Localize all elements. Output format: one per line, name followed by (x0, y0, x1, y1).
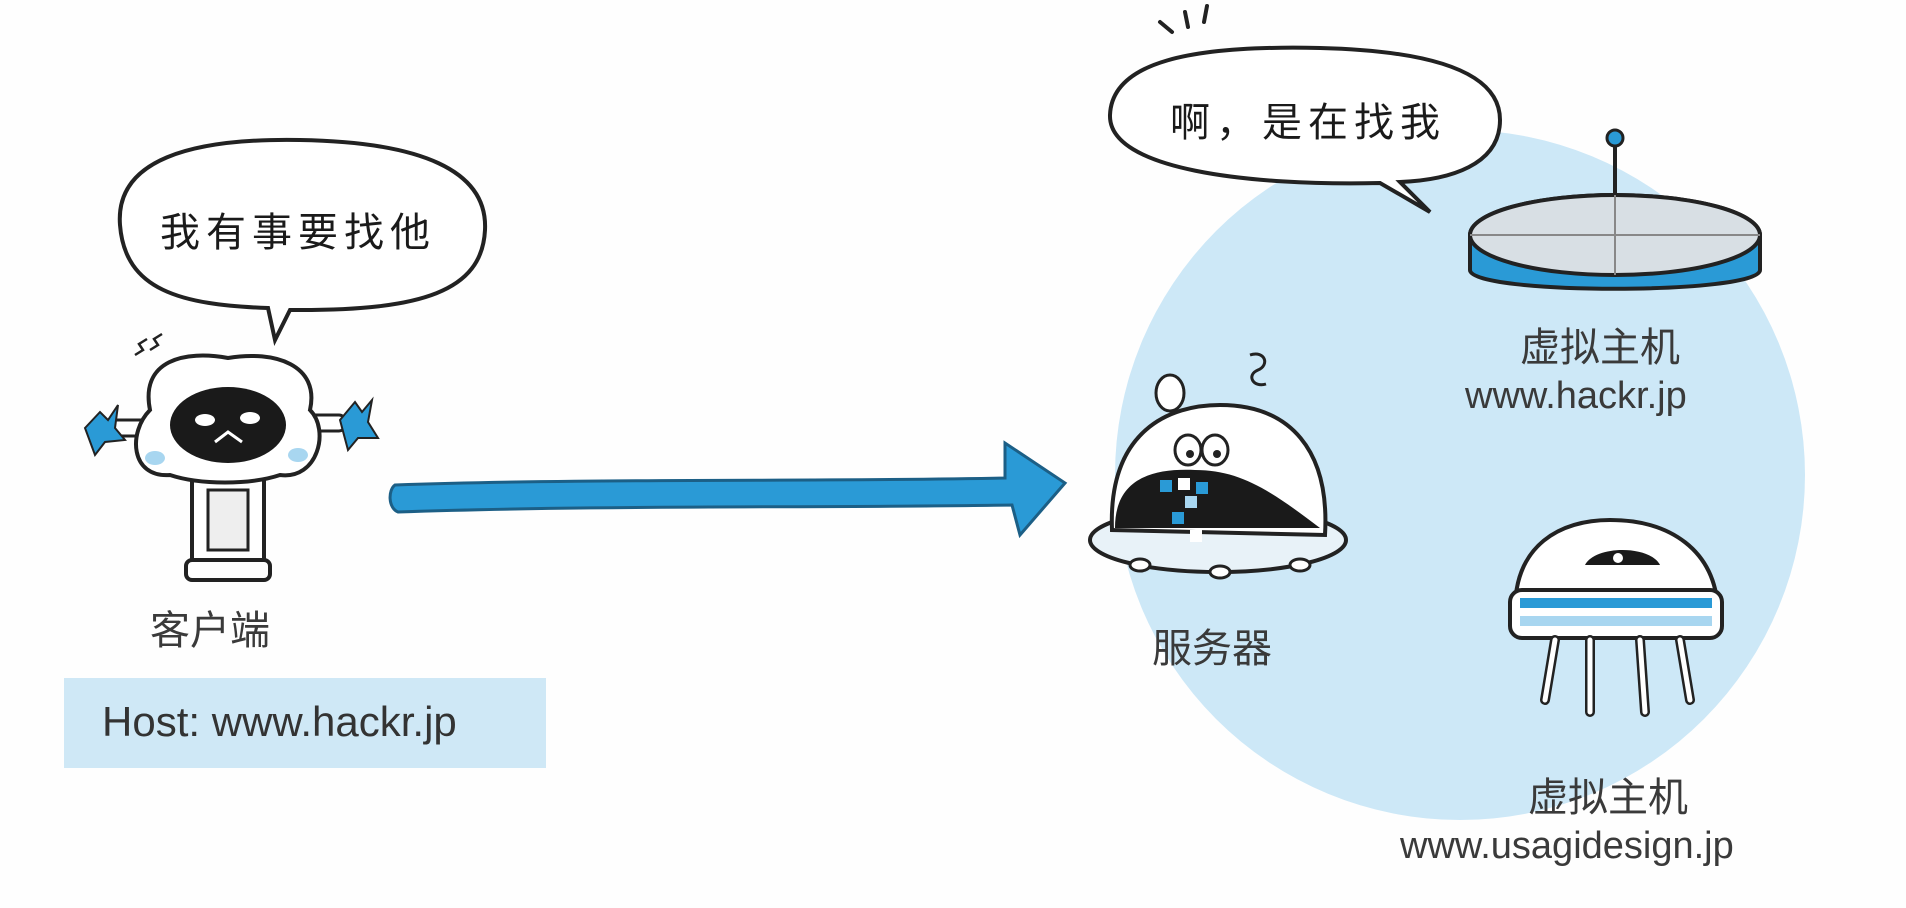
client-speech-bubble (117, 137, 488, 346)
host-header-text: Host: www.hackr.jp (102, 698, 457, 745)
virtual-host-1-domain: www.hackr.jp (1465, 375, 1687, 417)
virtual-host-hackr-icon (1468, 128, 1762, 291)
server-robot (1088, 352, 1348, 580)
virtual-host-1-label: 虚拟主机 (1520, 325, 1680, 371)
host-header-box: Host: www.hackr.jp (64, 678, 546, 768)
virtual-host-2-domain: www.usagidesign.jp (1400, 825, 1734, 867)
server-speech-bubble (1107, 4, 1503, 214)
client-label: 客户端 (150, 608, 270, 654)
virtual-host-usagidesign-icon (1508, 517, 1724, 717)
virtual-host-area (1115, 130, 1805, 820)
server-label: 服务器 (1152, 626, 1272, 672)
virtual-host-2-label: 虚拟主机 (1528, 775, 1688, 821)
server-speech-text: 啊，是在找我 (1170, 100, 1446, 146)
request-arrow (388, 440, 1068, 539)
client-robot (83, 332, 380, 582)
client-speech-text: 我有事要找他 (160, 210, 436, 256)
